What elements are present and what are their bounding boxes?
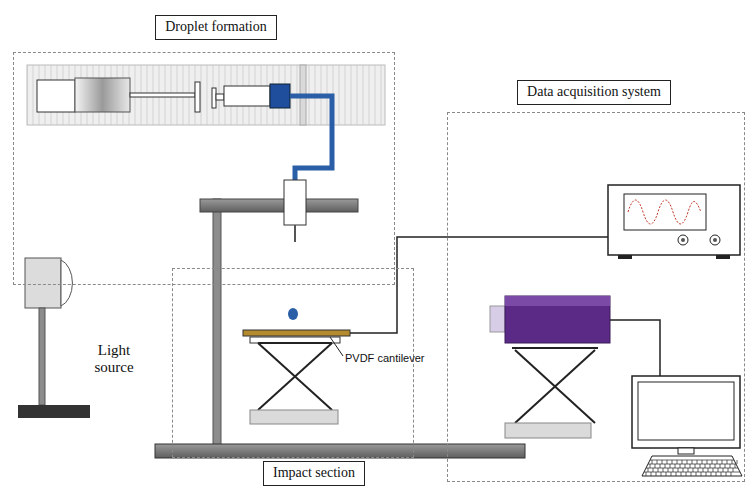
cantilever-label: PVDF cantilever	[345, 352, 424, 365]
pvdf-cantilever	[243, 330, 350, 336]
needle	[294, 225, 296, 242]
nozzle-holder	[284, 180, 306, 225]
computer	[632, 376, 742, 476]
droplet-region: Droplet formation	[13, 52, 395, 285]
light-source-label: Light source	[85, 342, 143, 377]
region-heading: Droplet formation	[155, 15, 276, 40]
stand-arm	[200, 199, 358, 212]
base-plate	[155, 444, 525, 458]
leader-line	[330, 337, 343, 356]
camera-cable	[610, 320, 660, 376]
tube	[290, 96, 332, 182]
lift-top	[250, 337, 340, 343]
droplet	[288, 308, 298, 320]
stand-pole	[213, 199, 221, 447]
high-speed-camera	[490, 296, 610, 438]
light-source	[18, 258, 90, 418]
oscilloscope	[608, 185, 740, 259]
acquisition-region: Data acquisition system	[447, 112, 745, 482]
region-heading: Impact section	[263, 461, 365, 486]
scissor-lift	[258, 343, 332, 410]
region-heading: Data acquisition system	[517, 80, 671, 105]
lift-base	[250, 410, 338, 424]
